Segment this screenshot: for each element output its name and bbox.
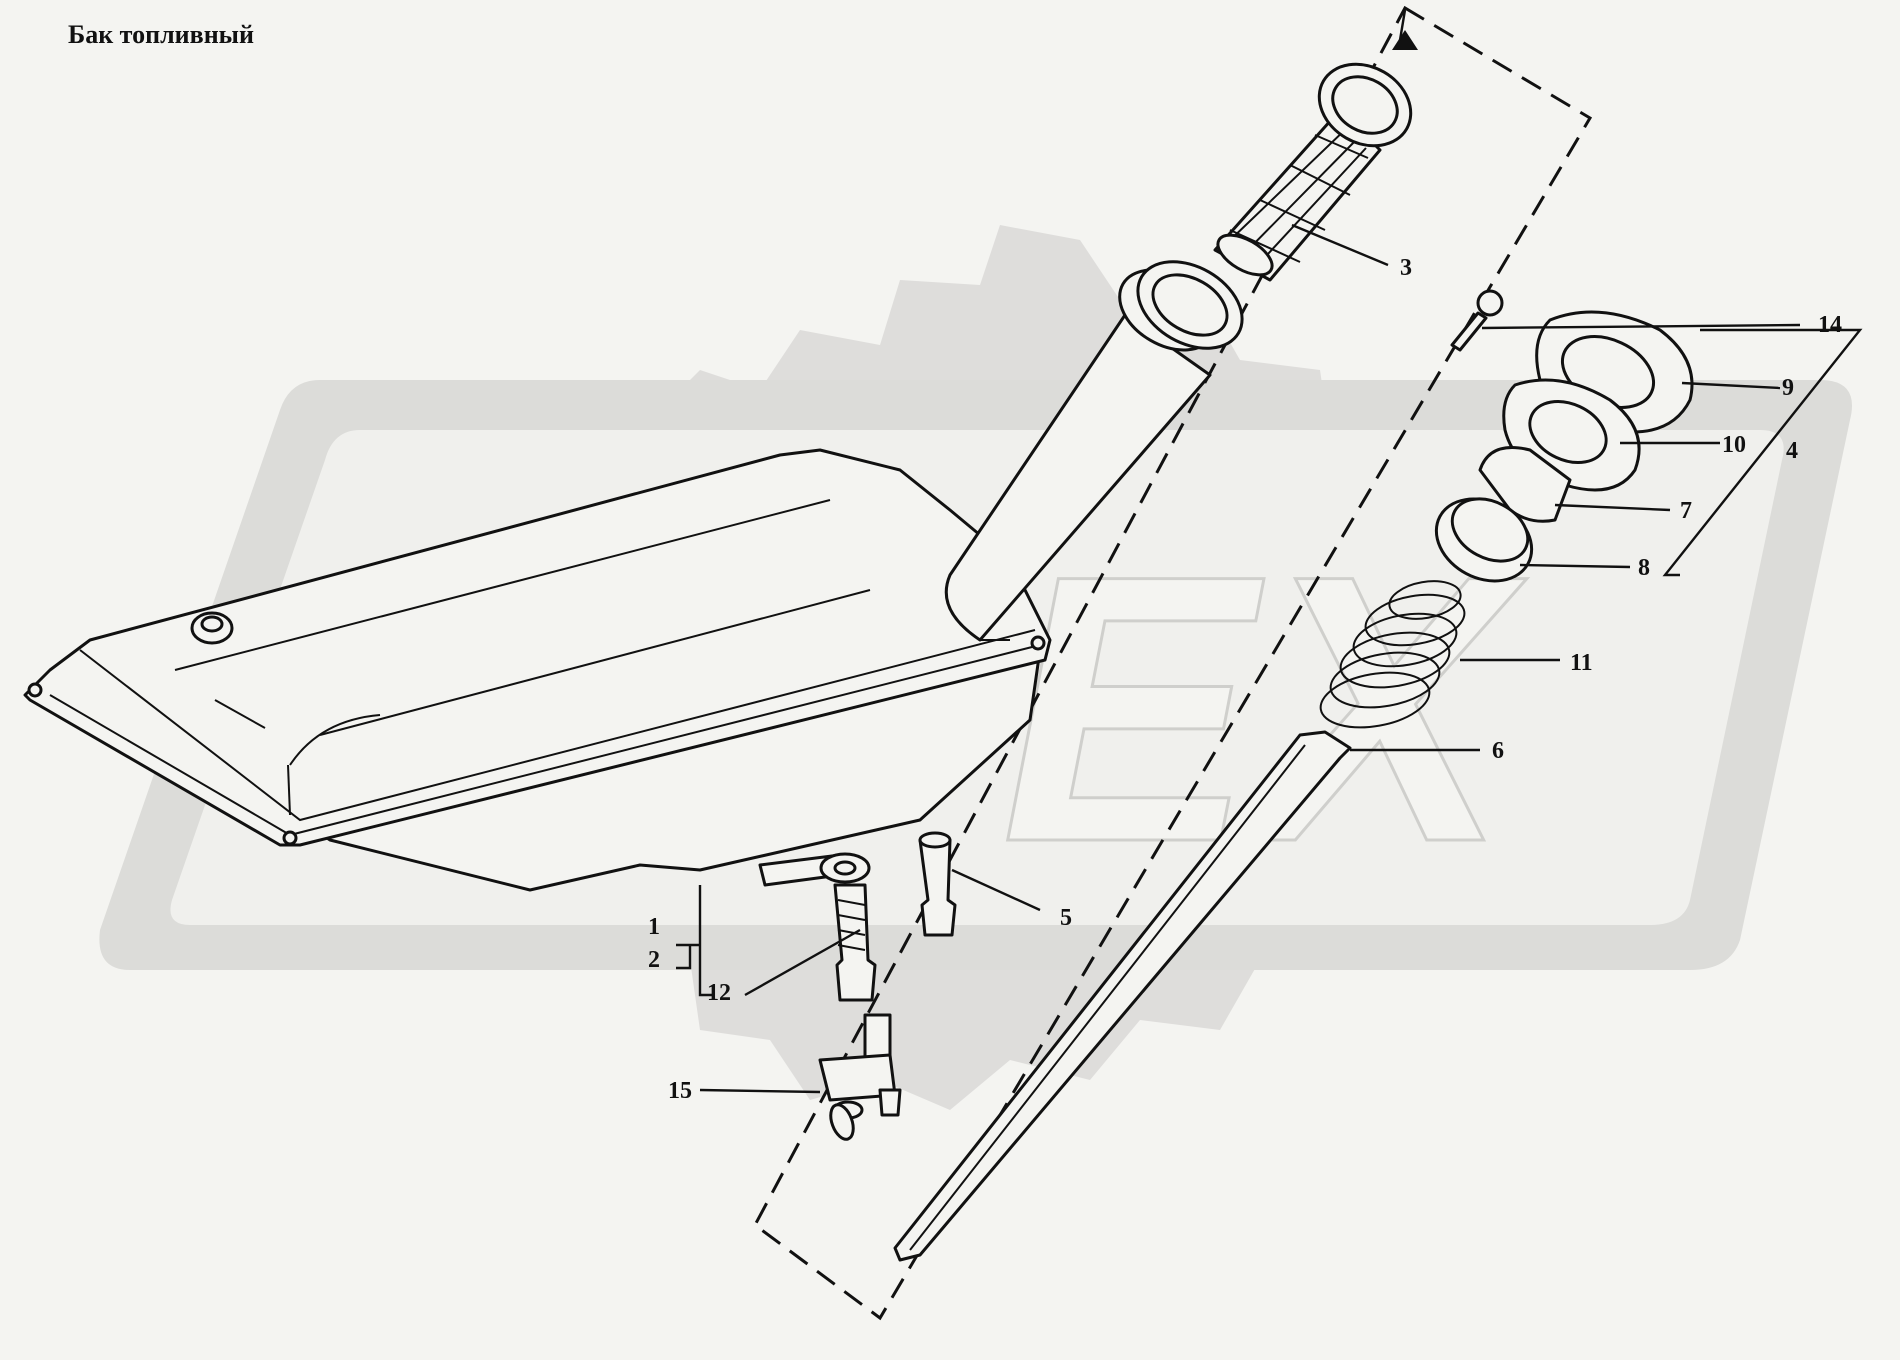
callout-9: 9	[1782, 375, 1794, 401]
callout-4: 4	[1786, 438, 1798, 464]
bracket-1-2-12	[676, 885, 712, 997]
fuel-tank-part	[23, 448, 1052, 892]
callout-5: 5	[1060, 905, 1072, 931]
dipstick-part	[893, 730, 1352, 1262]
callout-11: 11	[1570, 650, 1593, 676]
callout-labels: 1 2 3 4 5 6 7 8 9 10 11 12 14 15	[648, 255, 1842, 1104]
callout-14: 14	[1818, 312, 1842, 338]
bracket-4	[1662, 328, 1863, 577]
tap-valve-part	[818, 1013, 902, 1141]
strainer-part	[1213, 62, 1413, 282]
callout-7: 7	[1680, 498, 1692, 524]
callout-10: 10	[1722, 432, 1746, 458]
fitting-part	[918, 831, 957, 937]
assembly-arrow-icon	[1392, 30, 1418, 50]
assembly-dashed-outline	[753, 5, 1593, 1321]
filler-neck-part	[944, 260, 1244, 642]
callout-6: 6	[1492, 738, 1504, 764]
callout-1: 1	[648, 914, 660, 940]
callout-8: 8	[1638, 555, 1650, 581]
callout-2: 2	[648, 947, 660, 973]
bolt-part	[1450, 289, 1504, 352]
callout-3: 3	[1400, 255, 1412, 281]
drain-screw-part	[833, 883, 877, 1002]
cap-nut-part	[1434, 497, 1534, 583]
cap-cup-part	[1478, 446, 1572, 523]
washer-part	[819, 852, 871, 884]
callout-15: 15	[668, 1078, 692, 1104]
page-title: Бак топливный	[68, 20, 254, 49]
leader-lines	[699, 223, 1801, 1094]
callout-12: 12	[707, 980, 731, 1006]
spring-part	[1319, 580, 1466, 729]
